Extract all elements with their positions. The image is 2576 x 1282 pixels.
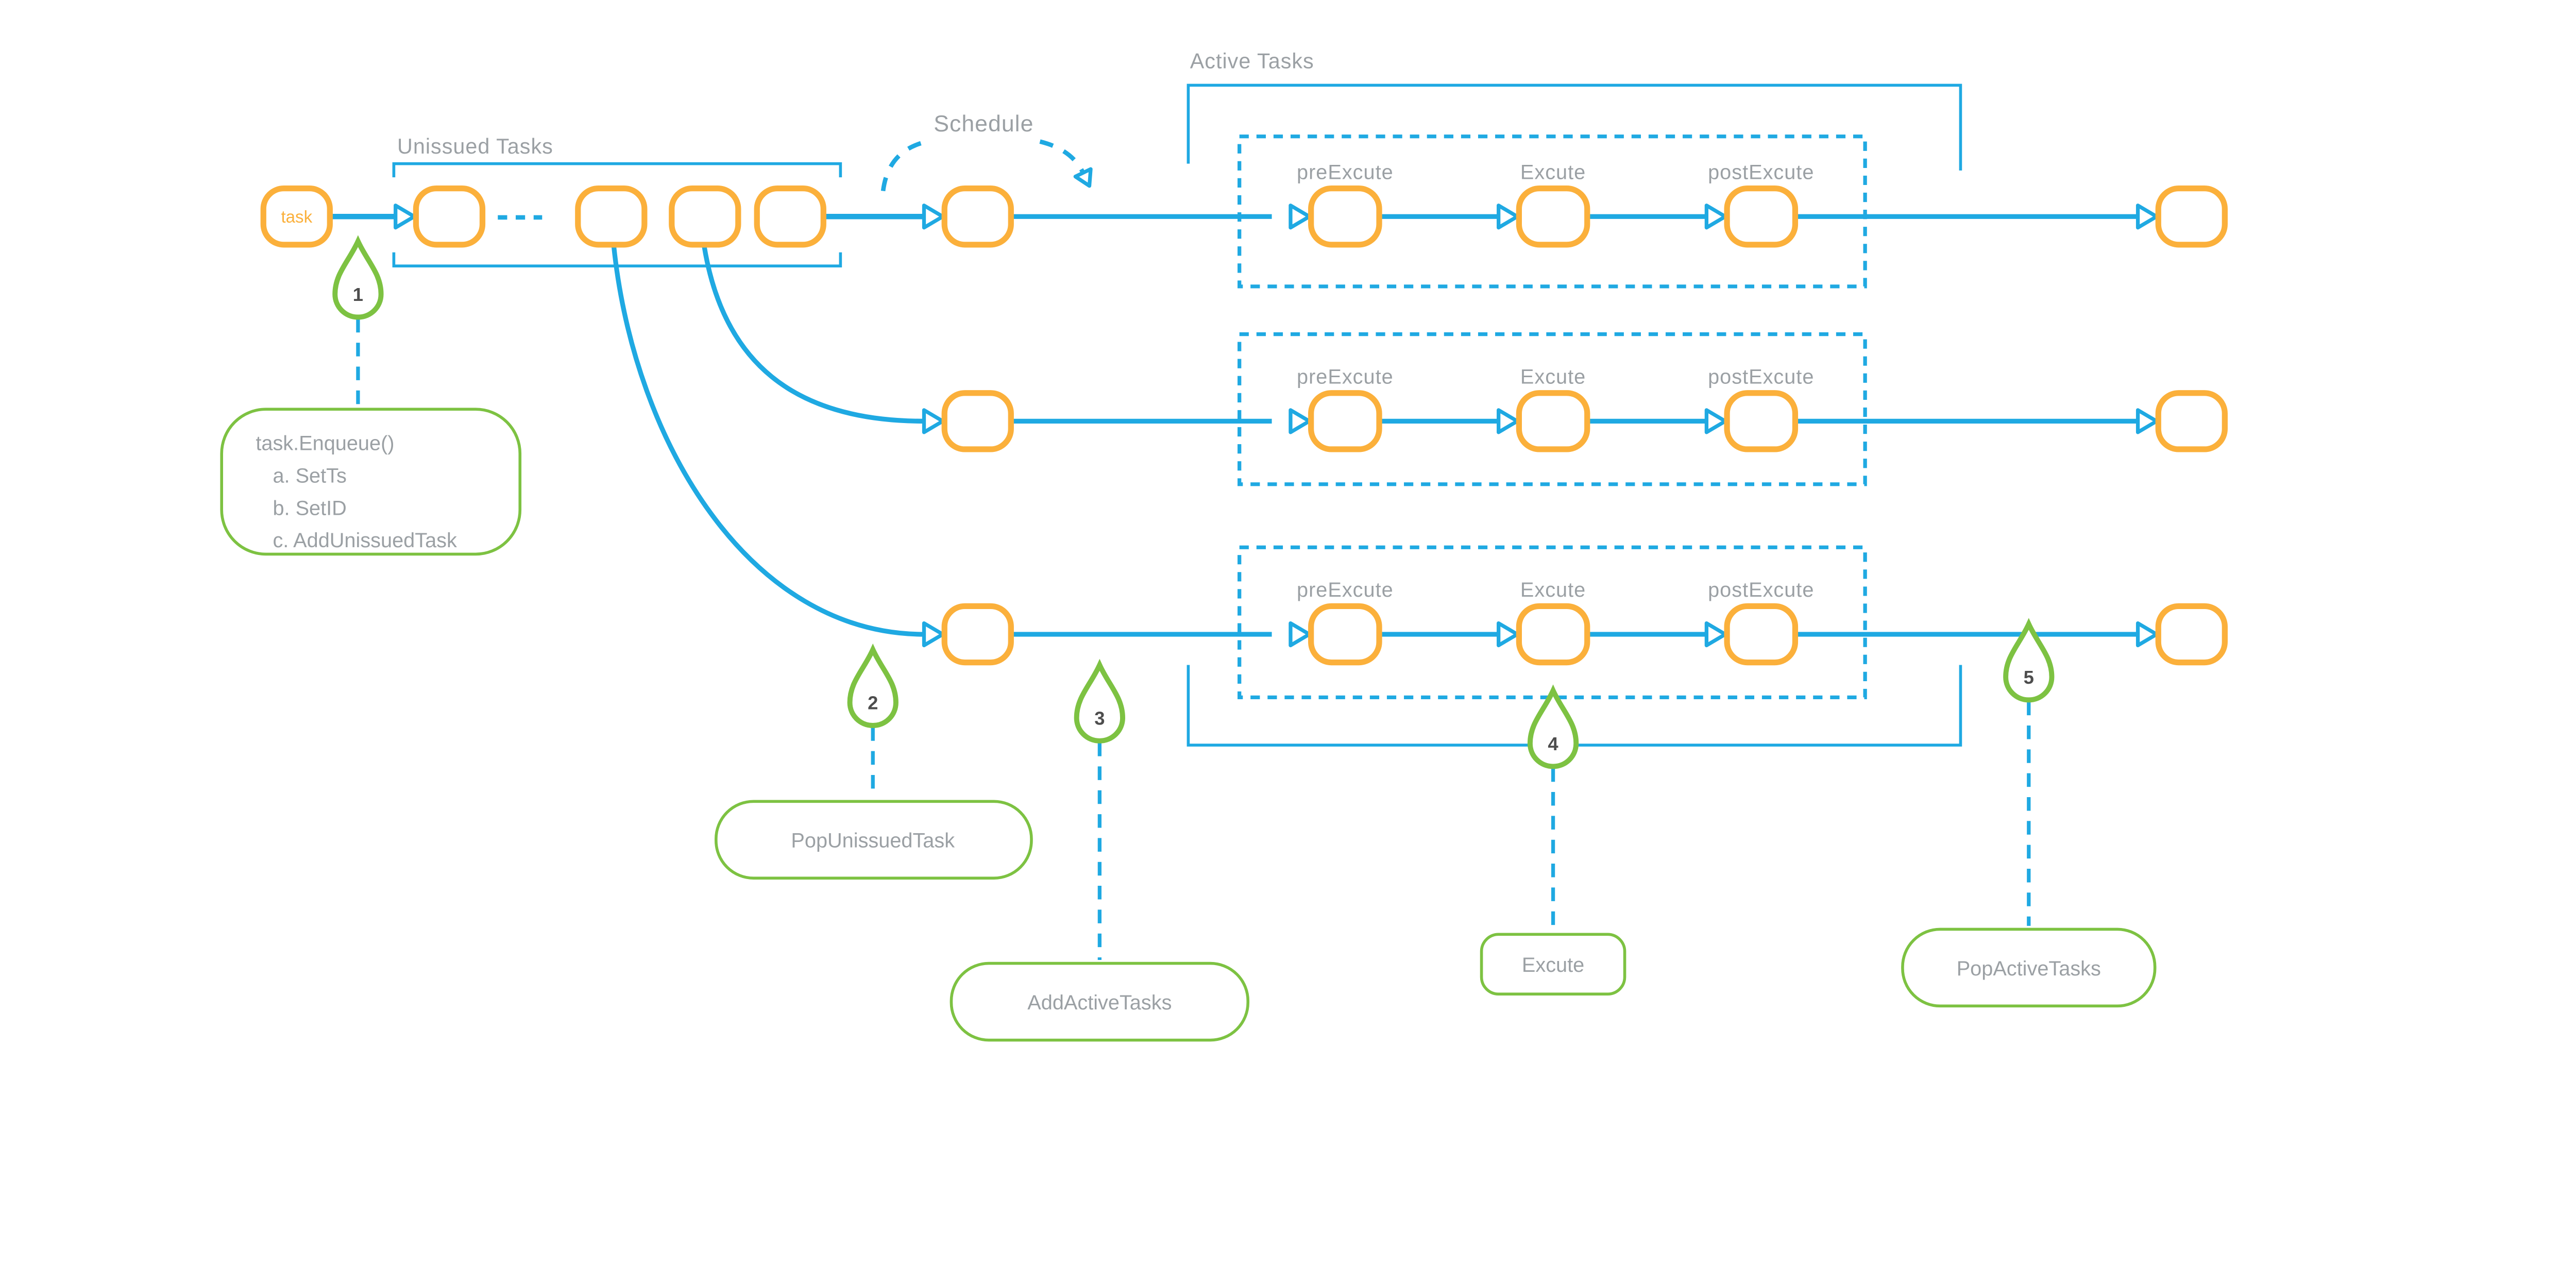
arrowhead-icon [1706,623,1725,645]
row3-preexcute-label: preExcute [1297,579,1394,601]
active-row-1-dashed-box [1238,134,1867,289]
marker-3-note-box [950,962,1250,1042]
marker-1-note-item: b. SetID [273,497,346,519]
marker-4-note-box [1480,933,1626,996]
marker-5-note-label: PopActiveTasks [1957,957,2101,980]
arrowhead-icon [1291,410,1309,432]
marker-5-number: 5 [2024,667,2034,688]
queue-node [754,185,826,248]
arrowhead-icon [924,206,943,228]
row3-postexcute-node [1724,603,1799,666]
queue-node [413,185,486,248]
row2-preexcute-label: preExcute [1297,366,1394,389]
row3-preexcute-node [1308,603,1382,666]
arrowhead-icon [1499,410,1517,432]
marker-1-note-item: c. AddUnissuedTask [273,529,457,552]
arrowhead-icon [396,206,414,228]
marker-5-note-box [1901,927,2157,1008]
marker-1-number: 1 [353,284,363,305]
marker-4-note-label: Excute [1522,954,1584,976]
row1-postexcute-node [1724,185,1799,248]
marker-1-note-box [220,408,522,556]
curve-queue-to-row2 [702,245,924,424]
marker-1-note-title: task.Enqueue() [256,432,394,455]
unissued-tasks-bracket-top [392,162,842,178]
row1-excute-label: Excute [1520,161,1586,183]
row2-final-node [2155,390,2228,452]
diagram-canvas: Unissued Tasks Active Tasks Schedule tas… [220,49,2228,1042]
task-scheduler-diagram: Unissued Tasks Active Tasks Schedule tas… [220,49,2228,1042]
arrowhead-icon [924,410,943,432]
active-tasks-bracket-top [1187,83,1962,171]
arrowhead-icon [2138,410,2157,432]
active-tasks-label: Active Tasks [1190,49,1314,73]
row3-final-node [2155,603,2228,666]
arrowhead-icon [2138,623,2157,645]
active-row-2-dashed-box [1238,332,1867,486]
row2-excute-node [1516,390,1590,452]
marker-3-number: 3 [1094,707,1105,729]
marker-2-note-box [714,800,1033,880]
queue-node [575,185,648,248]
arrowhead-icon [1499,623,1517,645]
row1-preexcute-label: preExcute [1297,161,1394,183]
row2-scheduled-node [941,390,1014,452]
row2-preexcute-node [1308,390,1382,452]
arrowhead-icon [1706,206,1725,228]
arrowhead-icon [1291,206,1309,228]
row1-scheduled-node [941,185,1014,248]
row3-excute-node [1516,603,1590,666]
marker-4-drop-icon [1530,690,1576,766]
arrowhead-icon [1291,623,1309,645]
queue-node [669,185,741,248]
row3-scheduled-node [941,603,1014,666]
arrowhead-icon [1706,410,1725,432]
marker-2-number: 2 [868,693,878,714]
schedule-arc-right [1039,139,1087,177]
schedule-arc-arrowhead-icon [1075,169,1097,190]
marker-3-note-label: AddActiveTasks [1027,991,1172,1014]
unissued-tasks-label: Unissued Tasks [397,134,553,158]
row2-excute-label: Excute [1520,366,1586,389]
row1-excute-node [1516,185,1590,248]
marker-2-drop-icon [850,650,896,726]
row1-preexcute-node [1308,185,1382,248]
task-node [260,185,333,248]
task-node-label: task [281,208,312,227]
schedule-label: Schedule [934,111,1033,137]
curve-queue-to-row3 [611,245,924,637]
row3-postexcute-label: postExcute [1708,579,1814,601]
marker-2-note-label: PopUnissuedTask [791,830,955,852]
row1-postexcute-label: postExcute [1708,161,1814,183]
arrowhead-icon [2138,206,2157,228]
active-row-3-dashed-box [1238,545,1867,700]
arrowhead-icon [1499,206,1517,228]
marker-4-number: 4 [1548,733,1558,754]
row2-postexcute-label: postExcute [1708,366,1814,389]
marker-1-note-item: a. SetTs [273,464,346,487]
row1-final-node [2155,185,2228,248]
marker-1-drop-icon [335,241,381,317]
schedule-arc-left [880,139,928,192]
row3-excute-label: Excute [1520,579,1586,601]
row2-postexcute-node [1724,390,1799,452]
marker-3-drop-icon [1077,665,1123,741]
arrowhead-icon [924,623,943,645]
